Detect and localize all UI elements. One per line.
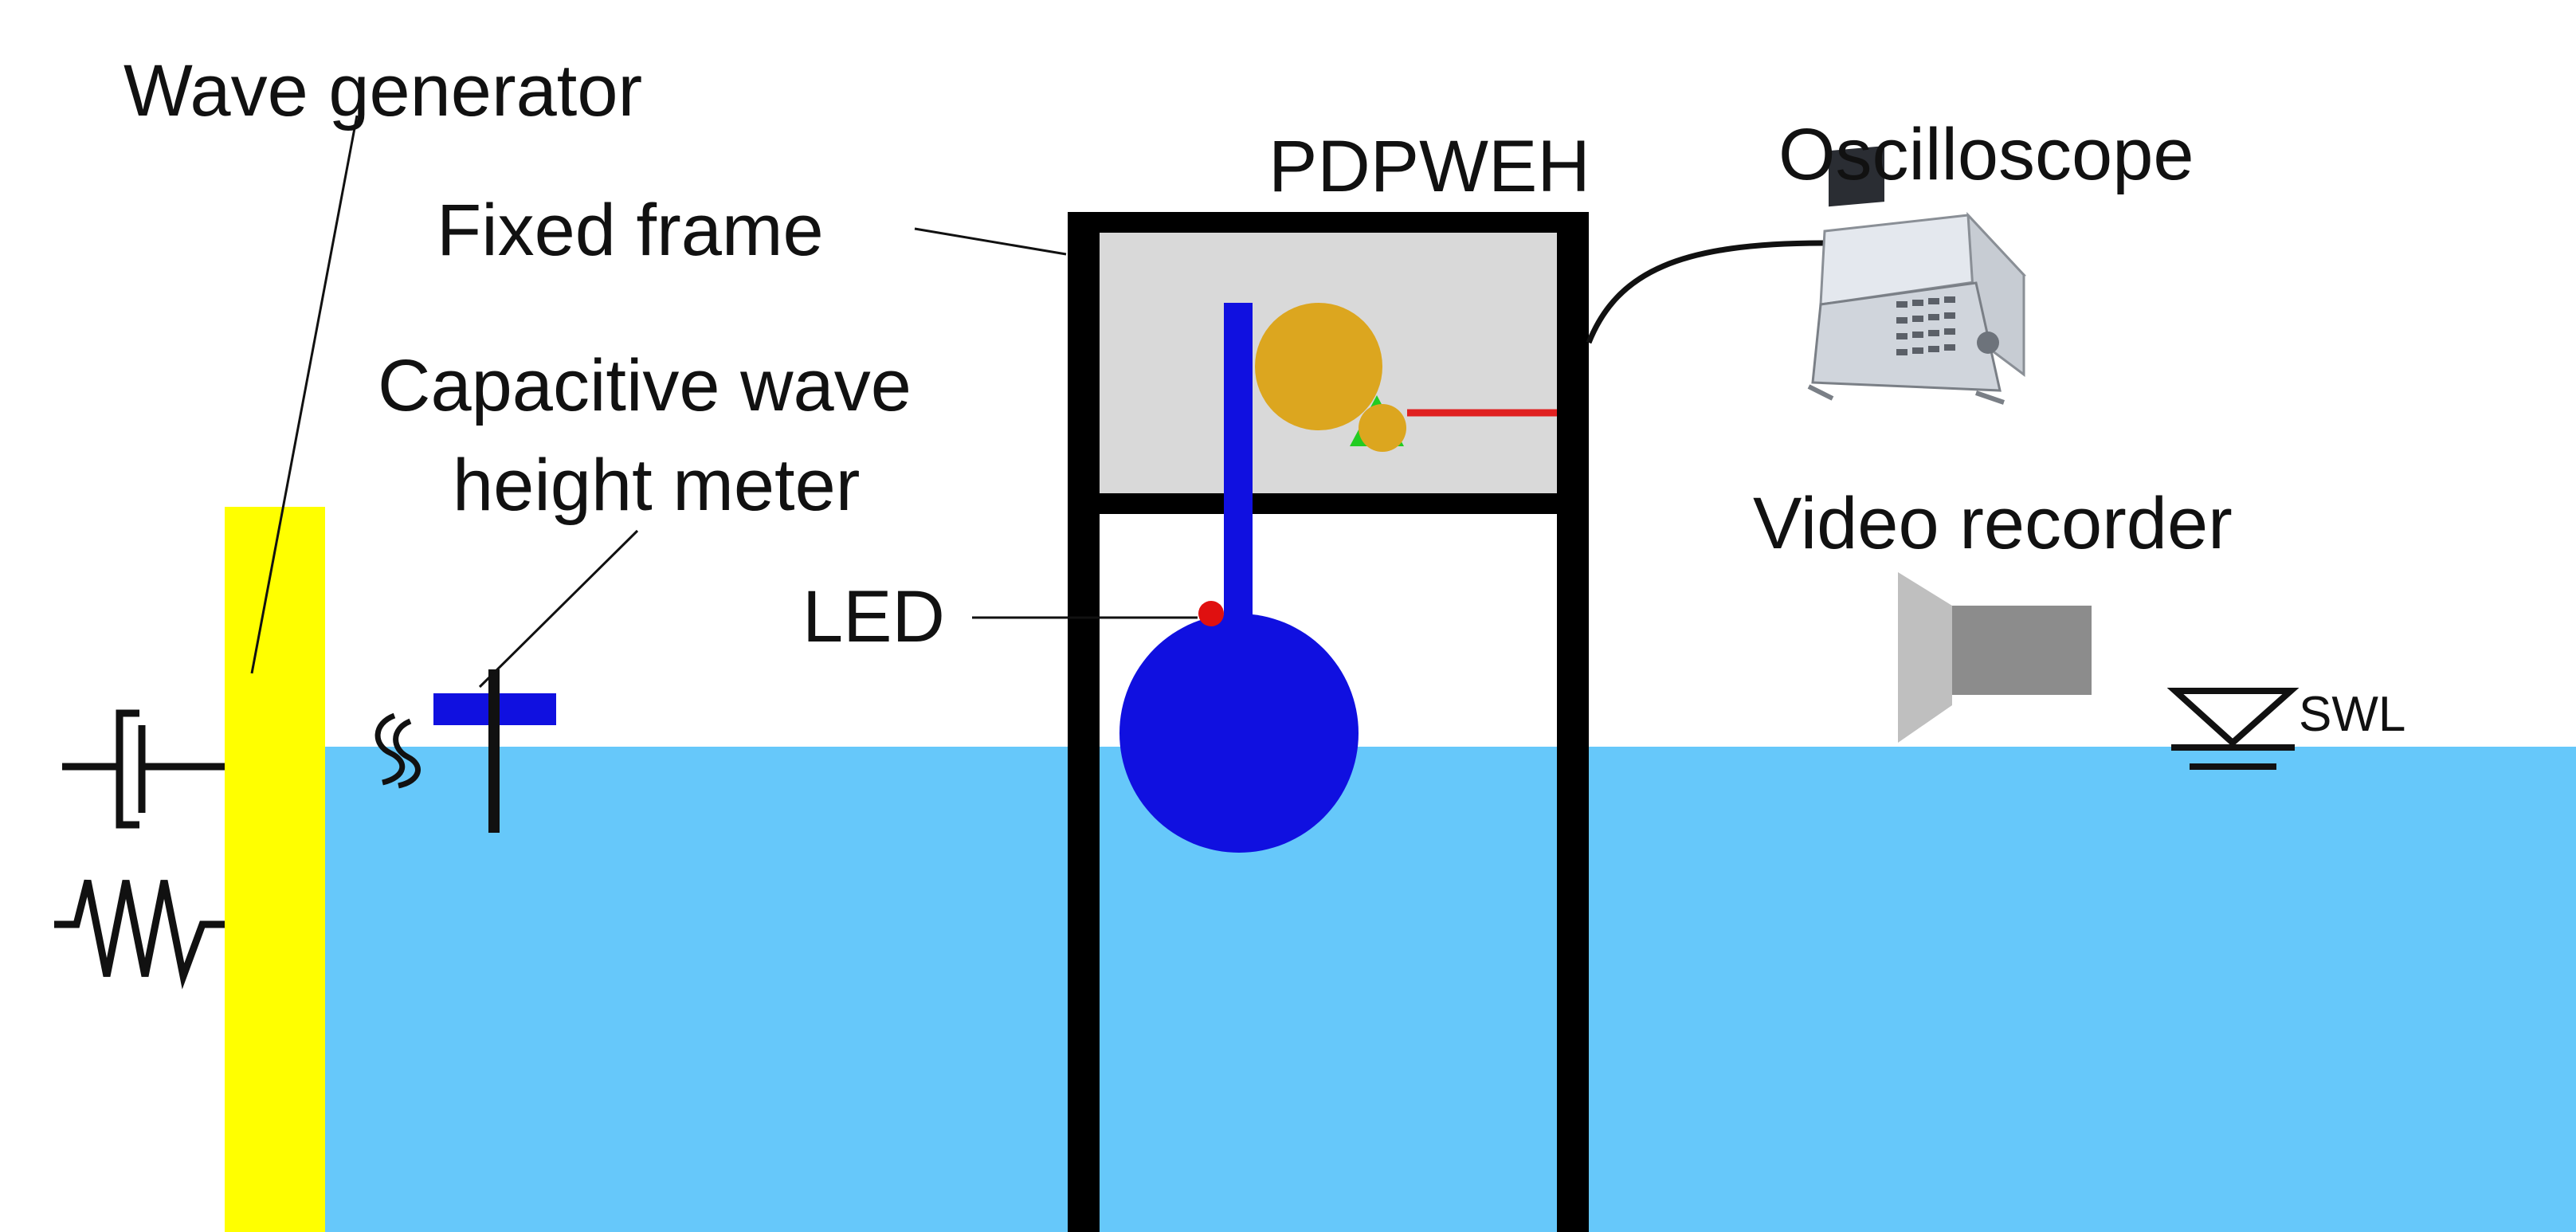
led-light — [1198, 601, 1224, 626]
video-recorder-label: Video recorder — [1753, 483, 2233, 564]
signal-cable — [1586, 240, 1825, 344]
frame-top-beam — [1068, 212, 1589, 233]
resistor-symbol — [54, 879, 225, 990]
pdpweh-device — [1119, 303, 1557, 853]
oscilloscope-controls — [1896, 296, 1955, 355]
capacitive-wave-height-meter — [374, 669, 556, 833]
capacitive-meter-label-line1: Capacitive wave — [378, 345, 912, 426]
camera-lens-hood — [1898, 572, 1952, 743]
frame-cross-beam — [1068, 493, 1589, 514]
wave-squiggle-icon — [374, 712, 421, 789]
buoy-float — [1119, 614, 1359, 853]
oscilloscope-device — [1807, 146, 2027, 405]
swl-symbol — [2166, 688, 2300, 770]
capacitive-meter-label-line2: height meter — [453, 445, 860, 526]
pendulum-rod — [1224, 303, 1253, 638]
fixed-frame-leader — [914, 227, 1067, 256]
capacitive-meter-leader — [478, 529, 639, 689]
frame-right-leg — [1557, 212, 1589, 1232]
led-label: LED — [802, 576, 945, 657]
video-recorder-camera — [1898, 572, 2092, 743]
swl-triangle-icon — [2166, 688, 2300, 747]
oscilloscope-label: Oscilloscope — [1778, 114, 2194, 195]
oscilloscope-foot-right — [1975, 390, 2005, 405]
wave-generator-paddle — [225, 507, 325, 1232]
swl-label: SWL — [2299, 687, 2405, 742]
oscilloscope-knob — [1977, 332, 1999, 354]
pdpweh-label: PDPWEH — [1268, 126, 1590, 207]
capacitor-symbol — [62, 709, 225, 829]
water-body — [323, 747, 2576, 1232]
fixed-frame-label: Fixed frame — [437, 190, 824, 271]
wave-generator-label: Wave generator — [124, 50, 642, 131]
oscilloscope-screen — [1829, 146, 1884, 207]
camera-body — [1952, 606, 2092, 695]
wave-generator-leader — [250, 115, 359, 674]
large-gear — [1255, 303, 1382, 430]
fixed-frame — [1068, 212, 1589, 1232]
small-gear — [1359, 404, 1406, 452]
frame-left-leg — [1068, 212, 1100, 1232]
oscilloscope-foot-left — [1807, 384, 1834, 401]
